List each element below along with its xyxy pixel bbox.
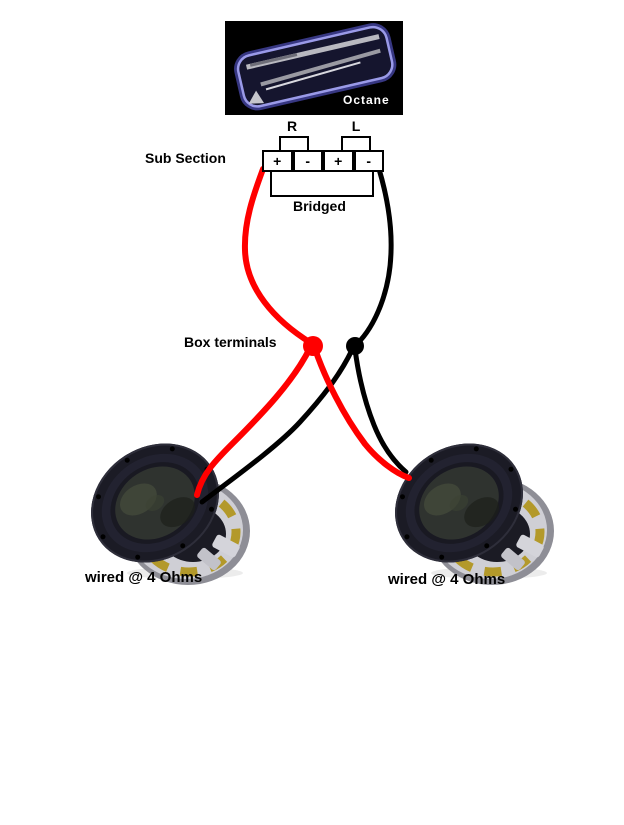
negative-wire-box-to-right-speaker [352,346,409,475]
negative-wire-amp-to-box [354,166,394,347]
amplifier-photo [225,21,403,115]
positive-wire-box-to-left-speaker [194,345,313,498]
amp-terminal-strip: + - + - [262,150,384,172]
right-subwoofer [372,420,554,587]
positive-wire-box-to-right-speaker [312,346,412,481]
terminal-r-positive: + [262,150,293,172]
terminal-l-negative: - [353,150,384,172]
terminal-l-positive: + [323,150,354,172]
bridged-bracket [270,172,374,197]
left-channel-label: L [351,118,361,134]
positive-wire-amp-to-box [241,166,314,346]
left-channel-bracket [341,136,371,150]
negative-wire-box-to-left-speaker [199,347,355,505]
right-channel-bracket [279,136,309,150]
positive-box-terminal-dot [303,336,323,356]
left-speaker-caption: wired @ 4 Ohms [85,569,203,586]
left-subwoofer [68,420,250,587]
right-speaker-caption: wired @ 4 Ohms [388,571,506,588]
right-channel-label: R [286,118,298,134]
box-terminals-label: Box terminals [184,334,277,350]
bridged-label: Bridged [293,198,346,214]
terminal-r-negative: - [292,150,323,172]
amp-model-label: Octane [343,93,390,107]
negative-box-terminal-dot [346,337,364,355]
sub-section-label: Sub Section [145,150,226,166]
